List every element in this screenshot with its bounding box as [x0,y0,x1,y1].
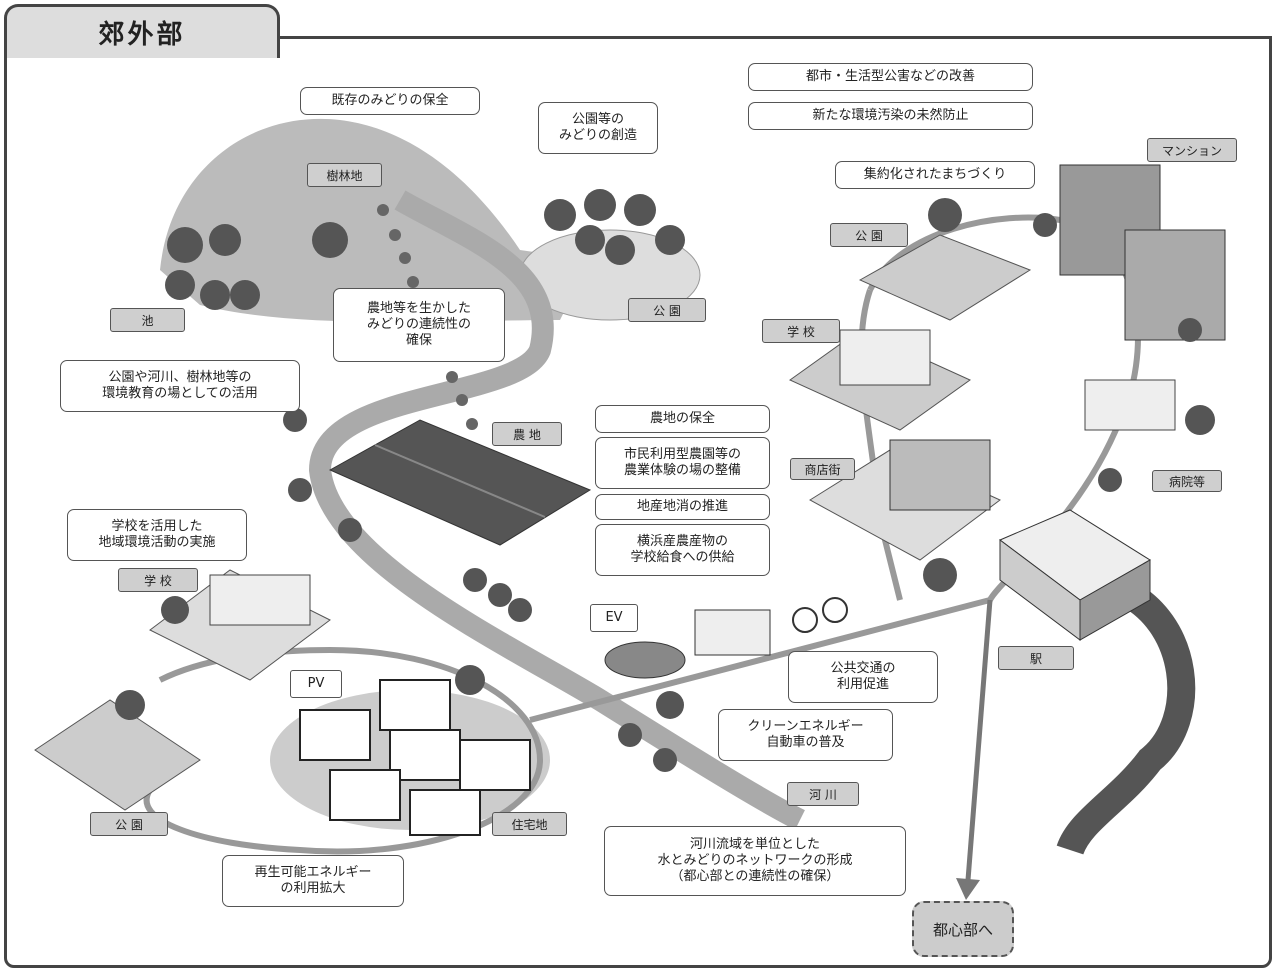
tag-mansion: マンション [1147,138,1237,162]
green-corridor [308,190,805,830]
tag-residential: 住宅地 [492,812,567,836]
note-compact-city: 集約化されたまちづくり [835,161,1035,189]
note-green-continuity: 農地等を生かした みどりの連続性の 確保 [333,288,505,362]
diagram-frame [4,36,1272,968]
tag-forest: 樹林地 [307,163,382,187]
tag-hospital: 病院等 [1152,470,1222,492]
note-pollution-improve: 都市・生活型公害などの改善 [748,63,1033,91]
tag-school-left: 学 校 [118,568,198,592]
farmland [328,419,592,546]
park-left-shape [34,699,201,811]
note-park-creation: 公園等の みどりの創造 [538,102,658,154]
trees [115,189,1215,772]
note-farmland-preserve: 農地の保全 [595,405,770,433]
note-farm-experience: 市民利用型農園等の 農業体験の場の整備 [595,437,770,489]
tag-ev: EV [590,604,638,632]
tag-shopping: 商店街 [790,458,855,480]
note-clean-vehicle: クリーンエネルギー 自動車の普及 [718,709,893,761]
tag-pond: 池 [110,308,185,332]
park-right-shape [858,234,1032,321]
ev-car [604,641,686,679]
bus [694,609,771,656]
tag-pv: PV [290,670,342,698]
continuity-dots [377,204,478,430]
tag-park-left: 公 園 [90,812,168,836]
green-area [160,118,590,322]
note-public-transport: 公共交通の 利用促進 [788,651,938,703]
note-local-consumption: 地産地消の推進 [595,494,770,520]
arrow-to-city [965,599,993,881]
rail-track [1056,577,1196,856]
note-school-lunch: 横浜産農産物の 学校給食への供給 [595,524,770,576]
tag-park-top: 公 園 [628,298,706,322]
page-title: 郊外部 [4,4,280,58]
note-existing-green: 既存のみどりの保全 [300,87,480,115]
note-river-network: 河川流域を単位とした 水とみどりのネットワークの形成 （都心部との連続性の確保） [604,826,906,896]
bicycle [792,607,818,633]
tag-park-right: 公 園 [830,223,908,247]
note-env-education: 公園や河川、樹林地等の 環境教育の場としての活用 [60,360,300,412]
note-pollution-prevent: 新たな環境汚染の未然防止 [748,102,1033,130]
destination-city-center: 都心部へ [912,901,1014,957]
note-renewable: 再生可能エネルギー の利用拡大 [222,855,404,907]
note-school-activity: 学校を活用した 地域環境活動の実施 [67,509,247,561]
tag-school-right: 学 校 [762,319,840,343]
tag-station: 駅 [998,646,1074,670]
houses [299,679,531,836]
tag-farmland: 農 地 [492,422,562,446]
hospital-building [1084,379,1176,431]
tag-river: 河 川 [787,782,859,806]
